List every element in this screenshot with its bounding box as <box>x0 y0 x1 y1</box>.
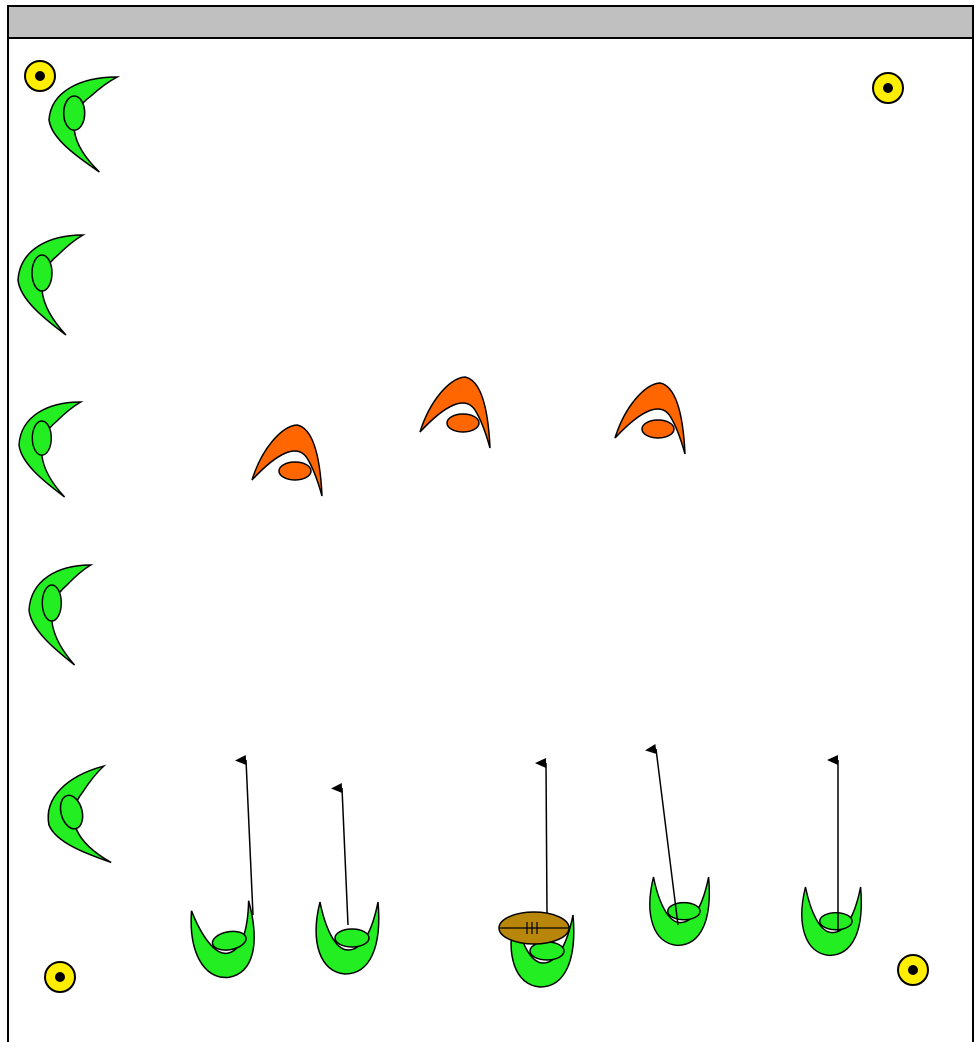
run-line-arrow-2 <box>342 788 348 925</box>
green-player-left-3 <box>19 402 81 497</box>
rugby-ball-icon <box>499 912 569 944</box>
orange-player-2 <box>420 377 490 448</box>
green-player-bottom-5 <box>802 887 861 955</box>
cone-bottom-right <box>898 955 928 985</box>
green-player-bottom-4 <box>650 877 709 945</box>
cone-bottom-left <box>45 962 75 992</box>
cone-top-right <box>873 73 903 103</box>
run-line-arrow-3 <box>546 763 547 915</box>
green-player-bottom-1 <box>188 901 262 983</box>
green-player-left-1 <box>49 77 117 172</box>
green-player-left-4 <box>29 565 91 665</box>
green-player-left-5 <box>38 766 129 875</box>
orange-player-1 <box>252 425 322 496</box>
orange-player-3 <box>615 383 685 454</box>
run-line-arrow-1 <box>246 760 253 915</box>
cone-top-left <box>25 61 55 91</box>
green-player-left-2 <box>18 235 83 335</box>
